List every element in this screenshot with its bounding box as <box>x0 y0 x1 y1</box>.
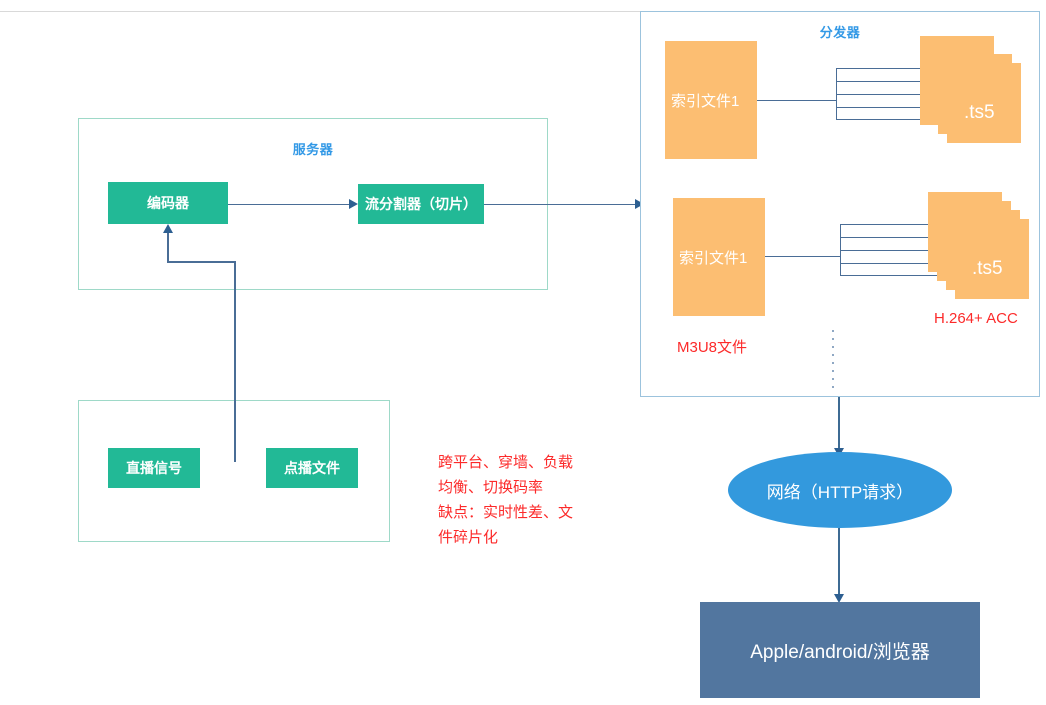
fan-lines-group-2 <box>840 224 980 276</box>
arrow-sources-to-encoder <box>163 224 173 233</box>
fan-line <box>836 81 944 82</box>
annotation-note: 跨平台、穿墙、负载 均衡、切换码率 缺点：实时性差、文 件碎片化 <box>438 454 574 546</box>
live-signal-node[interactable]: 直播信号 <box>108 448 200 488</box>
encoder-node[interactable]: 编码器 <box>108 182 228 224</box>
fan-line <box>840 250 948 251</box>
arrow-network-to-clients <box>834 594 844 603</box>
connector-sources-riser <box>234 262 236 462</box>
fan-line <box>840 224 932 225</box>
connector-sources-elbow <box>167 261 236 263</box>
ts-stack-label-1: .ts5 <box>964 102 995 123</box>
fan-line <box>840 263 956 264</box>
arrow-slicer-to-distributor <box>635 199 644 209</box>
clients-node[interactable]: Apple/android/浏览器 <box>700 602 980 698</box>
connector-distributor-to-network <box>838 397 840 452</box>
index-file-box-2[interactable]: 索引文件1 <box>673 198 765 316</box>
server-title: 服务器 <box>292 142 334 157</box>
fan-lines-group-1 <box>836 68 976 120</box>
codec-label: H.264+ ACC <box>934 310 1018 327</box>
connector-slicer-to-distributor <box>484 204 641 205</box>
distributor-title: 分发器 <box>819 25 861 40</box>
fan-line <box>836 68 936 69</box>
ts-sheet <box>955 219 1029 299</box>
connector-index2-to-fan <box>765 256 840 257</box>
arrow-encoder-to-slicer <box>349 199 358 209</box>
m3u8-label: M3U8文件 <box>677 339 748 356</box>
fan-line <box>840 275 964 276</box>
ts-stack-label-2: .ts5 <box>972 258 1003 279</box>
fan-line <box>836 94 952 95</box>
connector-index1-to-fan <box>757 100 837 101</box>
connector-sources-to-encoder <box>167 232 169 262</box>
fan-line <box>836 119 968 120</box>
ts-file-stack-1[interactable]: .ts5 <box>920 36 1030 156</box>
slicer-node[interactable]: 流分割器（切片） <box>358 184 484 224</box>
ts-file-stack-2[interactable]: .ts5 <box>928 192 1038 312</box>
ts-sheet <box>947 63 1021 143</box>
continuation-dots <box>832 330 834 390</box>
connector-network-to-clients <box>838 528 840 600</box>
network-node[interactable]: 网络（HTTP请求） <box>728 452 952 528</box>
vod-file-node[interactable]: 点播文件 <box>266 448 358 488</box>
connector-encoder-to-slicer <box>228 204 349 205</box>
top-divider-rule <box>0 11 640 12</box>
fan-line <box>840 237 940 238</box>
fan-line <box>836 107 960 108</box>
index-file-box-1[interactable]: 索引文件1 <box>665 41 757 159</box>
